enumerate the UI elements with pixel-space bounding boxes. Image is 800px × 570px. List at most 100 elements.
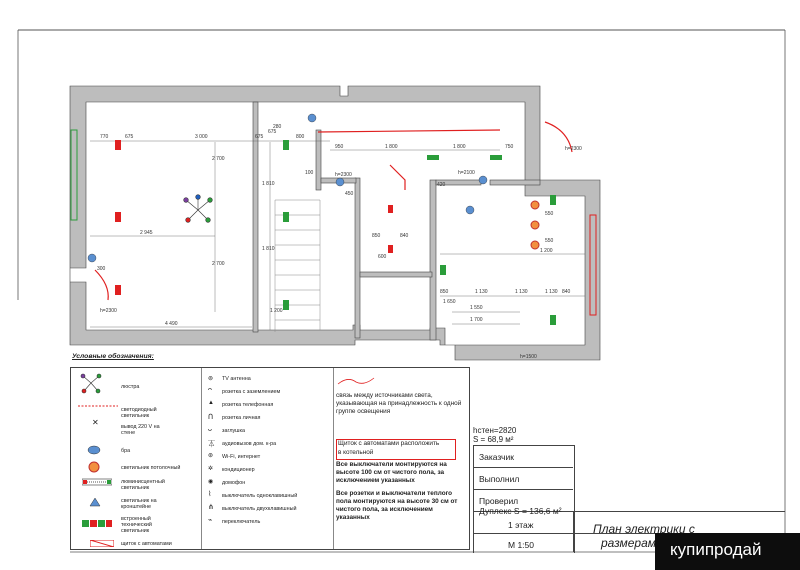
tech-light-icon (388, 245, 393, 253)
wall-lamp-icon (87, 253, 97, 263)
wall-kitchen-top2 (489, 179, 541, 186)
legend-label: выключатель одноклавишный (222, 493, 298, 499)
stamp-title-line2: размерами (601, 536, 663, 550)
grounded-socket-icon: ᴖ (208, 387, 212, 394)
stamp-checked: Проверил (479, 496, 519, 506)
wall-mid (429, 179, 437, 341)
legend-box (70, 367, 470, 550)
dim-label: 2 700 (212, 156, 225, 162)
legend-title: Условные обозначения: (72, 353, 154, 360)
plug-cap-icon: ᴗ (208, 426, 212, 433)
tech-light-icon (550, 315, 556, 325)
dim-label: 675 (255, 134, 264, 140)
height-label: h=2300 (565, 146, 582, 152)
legend-label: кондиционер (222, 467, 255, 473)
double-switch-icon: ⋔ (208, 504, 214, 511)
intercom-audio-icon: ⏄ (208, 441, 215, 448)
stamp-title-line1: План электрики с (593, 522, 695, 536)
watermark-banner: купипродай (655, 533, 800, 570)
tech-light-icon (82, 520, 112, 527)
dim-label: 600 (378, 254, 387, 260)
height-label: h=2100 (458, 170, 475, 176)
legend-label: светильник на кронштейне (121, 498, 157, 510)
wifi-icon: ⊛ (208, 453, 214, 459)
dim-label: 550 (545, 238, 554, 244)
group-link-icon (337, 377, 375, 385)
wall-stair-top (315, 129, 322, 191)
legend-label: светодиодный светильник (121, 407, 157, 419)
tech-light-icon (283, 212, 289, 222)
single-switch-icon: ⌇ (208, 491, 212, 498)
floor-area: S = 68,9 м² (473, 435, 514, 444)
dim-label: 1 550 (470, 305, 483, 311)
wall-lamps (87, 113, 488, 263)
stamp-done: Выполнил (479, 474, 520, 484)
height-label: h=2300 (100, 308, 117, 314)
legend-label: вывод 220 V на стене (121, 424, 160, 436)
wall-lamp-icon (307, 113, 317, 123)
dim-label: 2 945 (140, 230, 153, 236)
doorphone-icon: ◉ (208, 479, 214, 485)
dim-label: 1 130 (515, 289, 528, 295)
legend-label: светильник потолочный (121, 465, 181, 471)
outlet-220-icon: ✕ (92, 418, 99, 427)
legend-label: домофон (222, 480, 246, 486)
dim-label: 675 (125, 134, 134, 140)
tech-light-icon (550, 195, 556, 205)
personal-socket-icon: Ո (208, 414, 214, 421)
legend-label: TV антенна (222, 376, 251, 382)
dim-label: 2 700 (212, 261, 225, 267)
dim-label: 300 (97, 266, 106, 272)
legend-label: бра (121, 448, 131, 454)
note-panel: Щиток с автоматами расположить (338, 440, 440, 447)
dim-label: 1 200 (270, 308, 283, 314)
breaker-panel-icon (90, 540, 114, 547)
stair-steps (274, 199, 321, 332)
note-panel-location: в котельной (338, 449, 374, 456)
dim-label: 850 (440, 289, 449, 295)
window-right (589, 214, 597, 316)
dim-label: 420 (437, 182, 446, 188)
dim-label: 840 (562, 289, 571, 295)
tech-lights (115, 140, 556, 325)
tech-light-icon (427, 155, 439, 160)
legend-label: встроенный технический светильник (121, 516, 152, 534)
tech-light-icon (115, 285, 121, 295)
tech-light-icon (283, 140, 289, 150)
led-line-top (317, 129, 501, 133)
wall-lamp-icon (478, 175, 488, 185)
chandelier-icon (80, 373, 102, 394)
dim-label: 100 (305, 170, 314, 176)
stamp-floor: 1 этаж (508, 520, 534, 530)
dim-label: 1 700 (470, 317, 483, 323)
watermark-text: купипродай (670, 540, 762, 559)
legend-label: розетка личная (222, 415, 261, 421)
dim-label: 750 (505, 144, 514, 150)
led-line-bath (389, 164, 406, 190)
tech-light-icon (388, 205, 393, 213)
dim-label: 950 (335, 144, 344, 150)
dimension-lines (90, 140, 585, 330)
stamp-scale: М 1:50 (508, 540, 534, 550)
air-conditioner-icon: ✲ (208, 466, 214, 472)
note-socket-height: Все розетки и выключатели теплого пола м… (336, 490, 458, 521)
dim-label: 1 800 (453, 144, 466, 150)
legend-label: люминисцентный светильник (121, 479, 165, 491)
legend-label: розетка с заземлением (222, 389, 281, 395)
dim-label: 3 000 (195, 134, 208, 140)
dim-label: 450 (345, 191, 354, 197)
height-label: h=1500 (520, 354, 537, 360)
wall-lamp-icon (335, 177, 345, 187)
wall-lamp-icon (465, 205, 475, 215)
wall-height: hстен=2820 (473, 426, 517, 435)
windows (70, 129, 597, 316)
tech-light-icon (283, 300, 289, 310)
spot-light-icon (530, 220, 540, 230)
legend-label: люстра (121, 384, 140, 390)
legend-label: заглушка (222, 428, 245, 434)
wall-left-room (252, 101, 259, 333)
title-block: hстен=2820 S = 68,9 м² Заказчик Выполнил… (473, 426, 785, 553)
legend-label: выключатель двухклавишный (222, 506, 297, 512)
wall-stair-right (354, 177, 361, 339)
